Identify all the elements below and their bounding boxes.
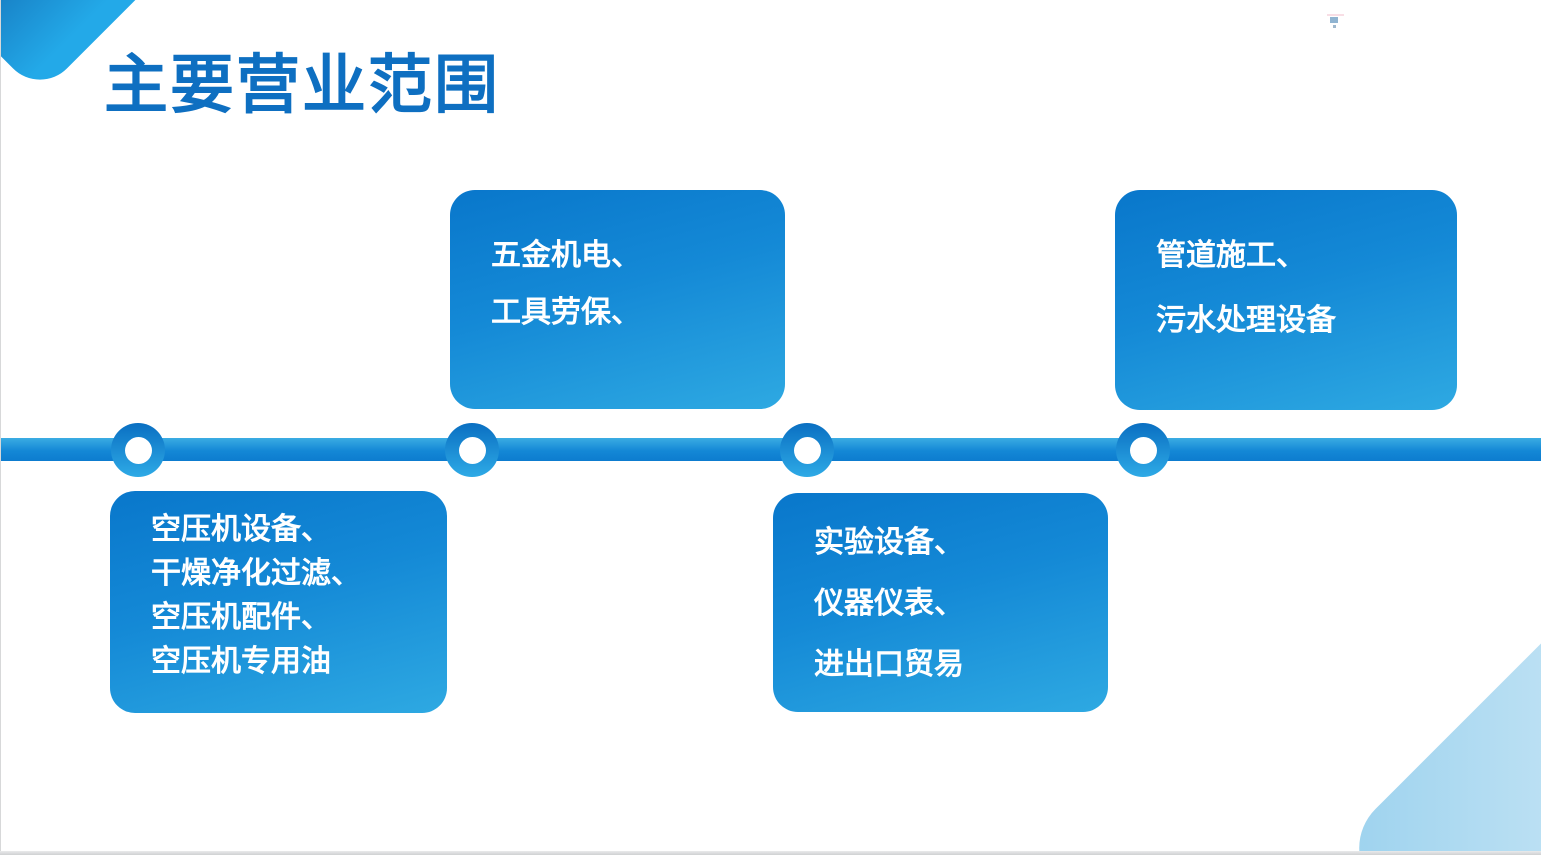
card-text-line: 进出口贸易 bbox=[814, 648, 964, 681]
business-card-hardware-tools: 五金机电、 工具劳保、 bbox=[450, 190, 785, 409]
timeline-node-1-center bbox=[124, 436, 152, 464]
business-card-compressor-equipment: 空压机设备、 干燥净化过滤、 空压机配件、 空压机专用油 bbox=[110, 491, 447, 713]
timeline-node-2-center bbox=[458, 436, 486, 464]
business-card-lab-instruments: 实验设备、 仪器仪表、 进出口贸易 bbox=[773, 493, 1108, 712]
corner-decoration-bottom-right bbox=[1336, 494, 1541, 855]
card-text-line: 管道施工、 bbox=[1156, 239, 1306, 272]
card-text-line: 空压机专用油 bbox=[151, 645, 331, 678]
card-text-line: 仪器仪表、 bbox=[814, 587, 964, 620]
card-text-line: 实验设备、 bbox=[814, 526, 964, 559]
card-text-line: 五金机电、 bbox=[491, 239, 641, 272]
business-card-pipeline-sewage: 管道施工、 污水处理设备 bbox=[1115, 190, 1457, 410]
card-text-line: 工具劳保、 bbox=[491, 296, 641, 329]
timeline-node-1 bbox=[111, 423, 165, 477]
logo-remnant-dot bbox=[1333, 25, 1336, 28]
timeline-node-4 bbox=[1116, 423, 1170, 477]
logo-remnant-square bbox=[1330, 17, 1338, 23]
slide-left-edge bbox=[0, 0, 1, 855]
timeline-node-3-center bbox=[793, 436, 821, 464]
card-text-line: 空压机设备、 bbox=[151, 513, 331, 546]
timeline-node-3 bbox=[780, 423, 834, 477]
timeline-bar bbox=[0, 438, 1541, 461]
slide-title: 主要营业范围 bbox=[104, 49, 500, 121]
card-text-line: 污水处理设备 bbox=[1156, 304, 1336, 337]
slide-bottom-edge bbox=[0, 851, 1541, 855]
card-text-line: 空压机配件、 bbox=[151, 601, 331, 634]
timeline-node-4-center bbox=[1129, 436, 1157, 464]
logo-remnant-dash bbox=[1327, 14, 1344, 16]
timeline-node-2 bbox=[445, 423, 499, 477]
card-text-line: 干燥净化过滤、 bbox=[151, 557, 361, 590]
